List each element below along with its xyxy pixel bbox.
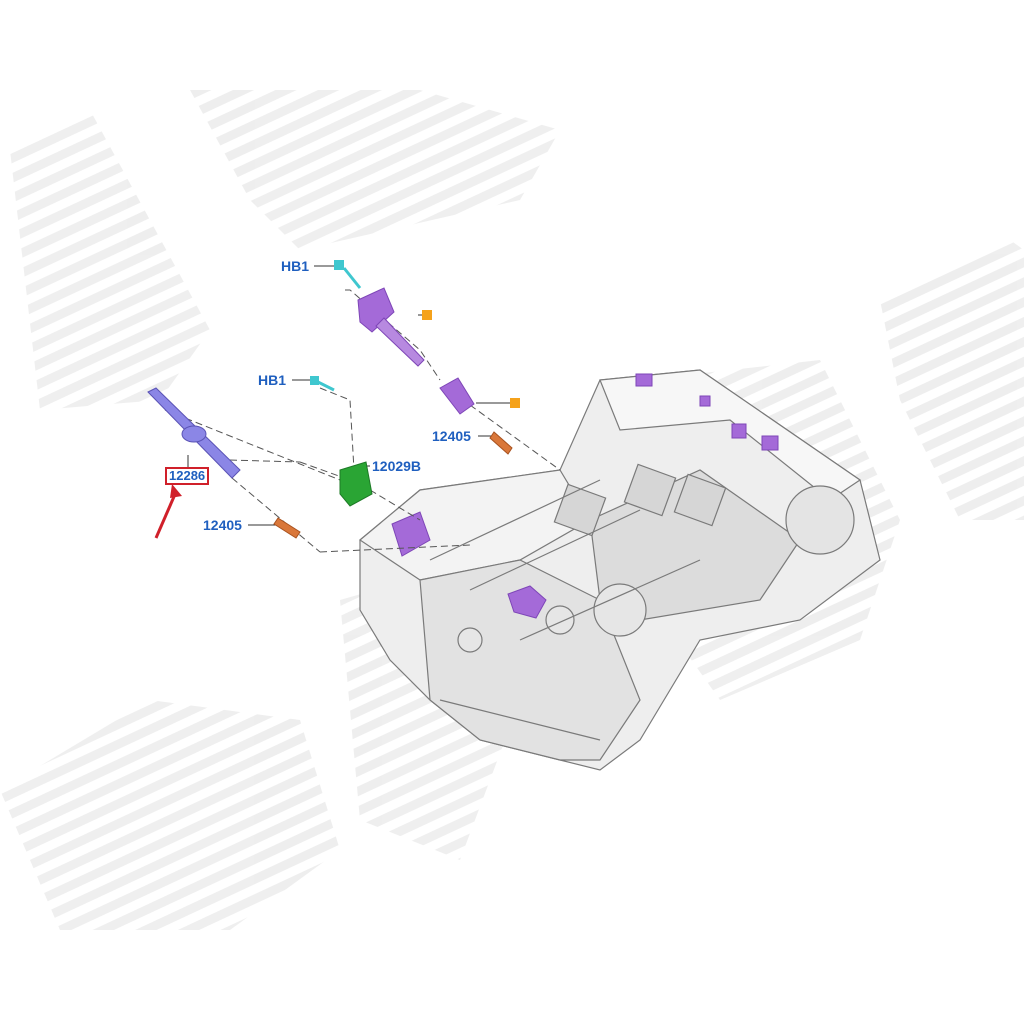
ignition-coil-icon	[357, 287, 475, 415]
pointer-arrow-icon	[154, 484, 182, 539]
engine-block-icon	[358, 369, 881, 771]
callout-12286-highlighted: 12286	[165, 467, 210, 485]
bolt-icon	[334, 260, 362, 289]
callout-hb1-upper: HB1	[281, 258, 310, 274]
ignition-coil-icon	[147, 387, 241, 479]
ignition-coil-icon	[391, 373, 779, 619]
callout-hb1-lower: HB1	[258, 372, 287, 388]
bracket-icon	[339, 461, 373, 507]
leader-lines	[164, 289, 561, 553]
square-marker-icon	[422, 310, 520, 408]
callout-12405-left: 12405	[203, 517, 242, 533]
bolt-icon	[310, 376, 335, 392]
callout-12029b: 12029B	[372, 458, 422, 474]
callout-12405-right: 12405	[432, 428, 471, 444]
spark-plug-icon	[273, 431, 513, 539]
